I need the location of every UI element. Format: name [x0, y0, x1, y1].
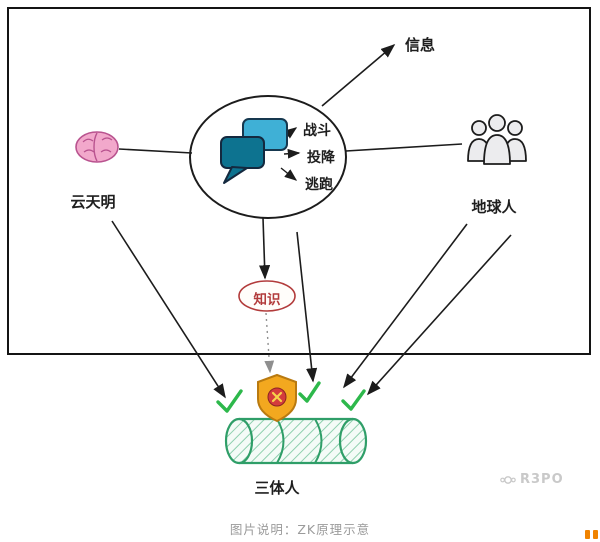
chat-bubbles-icon [220, 118, 288, 184]
label-yun-tianming: 云天明 [70, 193, 116, 211]
image-caption: 图片说明：ZK原理示意 [229, 522, 371, 537]
arrow-to-flee [280, 167, 298, 181]
arrow-right2-to-cylinder [366, 234, 512, 396]
dialogue-ellipse [189, 95, 347, 219]
line-ellipse-to-people [345, 143, 463, 152]
connector-lines [111, 43, 512, 399]
arrow-right1-to-cylinder [343, 223, 468, 389]
watermark: R3PO [500, 472, 564, 487]
arrow-ellipse-to-info [321, 43, 396, 107]
r3po-logo-icon [500, 475, 516, 484]
label-info: 信息 [404, 36, 436, 54]
arrow-ellipse-to-knowledge [258, 217, 271, 280]
label-earthlings: 地球人 [471, 198, 517, 216]
chat-bubble-front [220, 136, 265, 184]
label-knowledge: 知识 [253, 292, 281, 308]
green-checkmark-icon [216, 381, 366, 413]
arrow-left-to-cylinder [111, 220, 226, 399]
label-option-flee: 逃跑 [305, 177, 333, 193]
scene-frame-box [7, 7, 591, 355]
check-center [298, 381, 321, 403]
line-brain-to-ellipse [118, 148, 193, 154]
cropped-logo-fragment [582, 528, 600, 542]
label-option-surrender: 投降 [307, 150, 335, 166]
arrow-center-to-cylinder [296, 231, 318, 383]
check-right [341, 389, 366, 411]
label-option-fight: 战斗 [303, 123, 331, 139]
watermark-text: R3PO [520, 472, 564, 487]
cylinder-icon [224, 417, 368, 465]
check-left [216, 389, 243, 413]
label-trisolarans: 三体人 [254, 479, 300, 497]
knowledge-ellipse [238, 280, 296, 312]
shield-block-icon [257, 373, 297, 423]
brain-icon [75, 131, 119, 163]
knowledge-dotted-line [264, 312, 275, 374]
arrow-to-surrender [283, 148, 301, 159]
people-group-icon [467, 114, 527, 165]
